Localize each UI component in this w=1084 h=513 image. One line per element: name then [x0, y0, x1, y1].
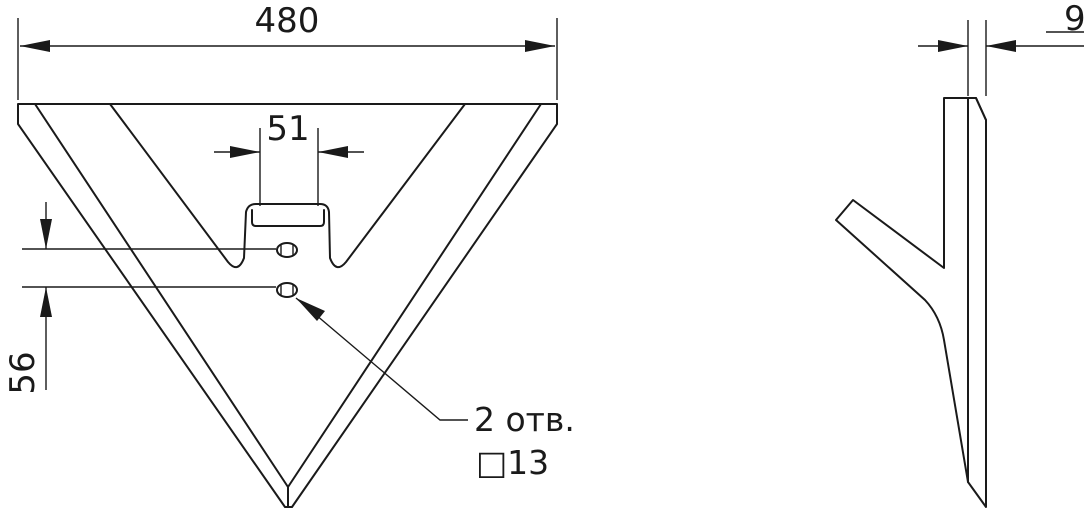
blade-bevel-left — [34, 103, 289, 488]
blade-bevel-right — [287, 103, 542, 488]
dimension-thickness-label: 9 — [1064, 0, 1084, 39]
side-profile-bevel — [975, 97, 987, 121]
side-profile-outer — [835, 97, 987, 508]
blade-front-view — [17, 103, 558, 508]
dimension-width-label: 480 — [255, 1, 320, 41]
blade-outer-contour — [17, 103, 558, 508]
hole-note-size: □13 — [476, 443, 549, 482]
dimension-slot-width — [214, 128, 364, 206]
upper-hole — [276, 242, 298, 258]
slot-bend-line — [251, 209, 325, 227]
dimension-thickness — [918, 20, 1084, 96]
lower-hole — [276, 282, 298, 298]
dimension-hole-spacing-label: 56 — [3, 351, 43, 394]
dimension-slot-width-label: 51 — [266, 109, 309, 149]
dimension-hole-spacing — [22, 202, 276, 390]
dimension-width — [17, 18, 558, 100]
blade-inner-cutout — [109, 103, 466, 269]
hole-note-count: 2 отв. — [474, 400, 575, 439]
hole-leader — [295, 297, 468, 421]
blade-side-view — [835, 97, 987, 508]
